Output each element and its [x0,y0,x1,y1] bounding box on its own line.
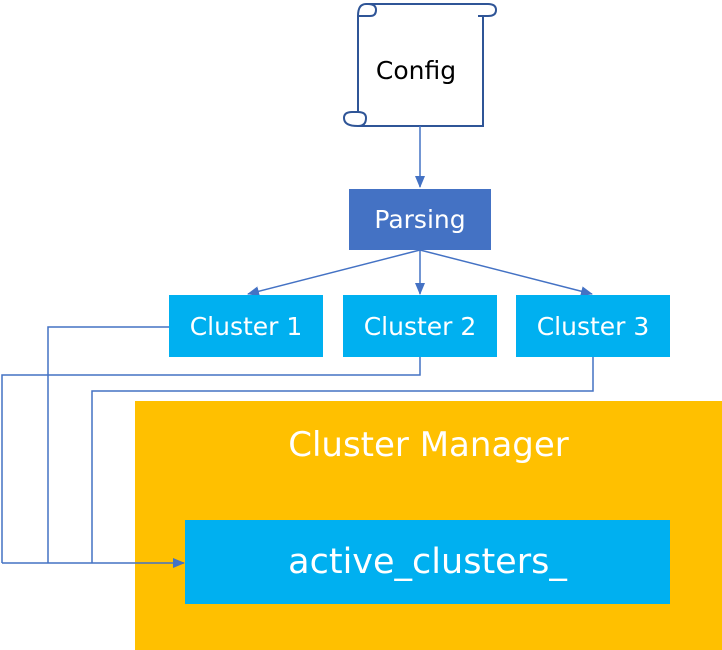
cluster-1-node: Cluster 1 [169,295,323,357]
active-clusters-node: active_clusters_ [185,520,670,604]
parsing-node: Parsing [349,189,491,250]
connector-cluster-2 [1,357,421,563]
cluster-manager-title: Cluster Manager [288,425,569,465]
connector-cluster-1 [47,326,169,563]
cluster-3-node: Cluster 3 [516,295,670,357]
connector-cluster-3 [91,357,594,563]
config-label: Config [375,55,457,85]
config-scroll-shape [342,3,498,127]
arrow-parsing-to-cluster-1 [247,249,421,297]
arrow-parsing-to-cluster-3 [419,249,593,297]
cluster-2-node: Cluster 2 [343,295,497,357]
